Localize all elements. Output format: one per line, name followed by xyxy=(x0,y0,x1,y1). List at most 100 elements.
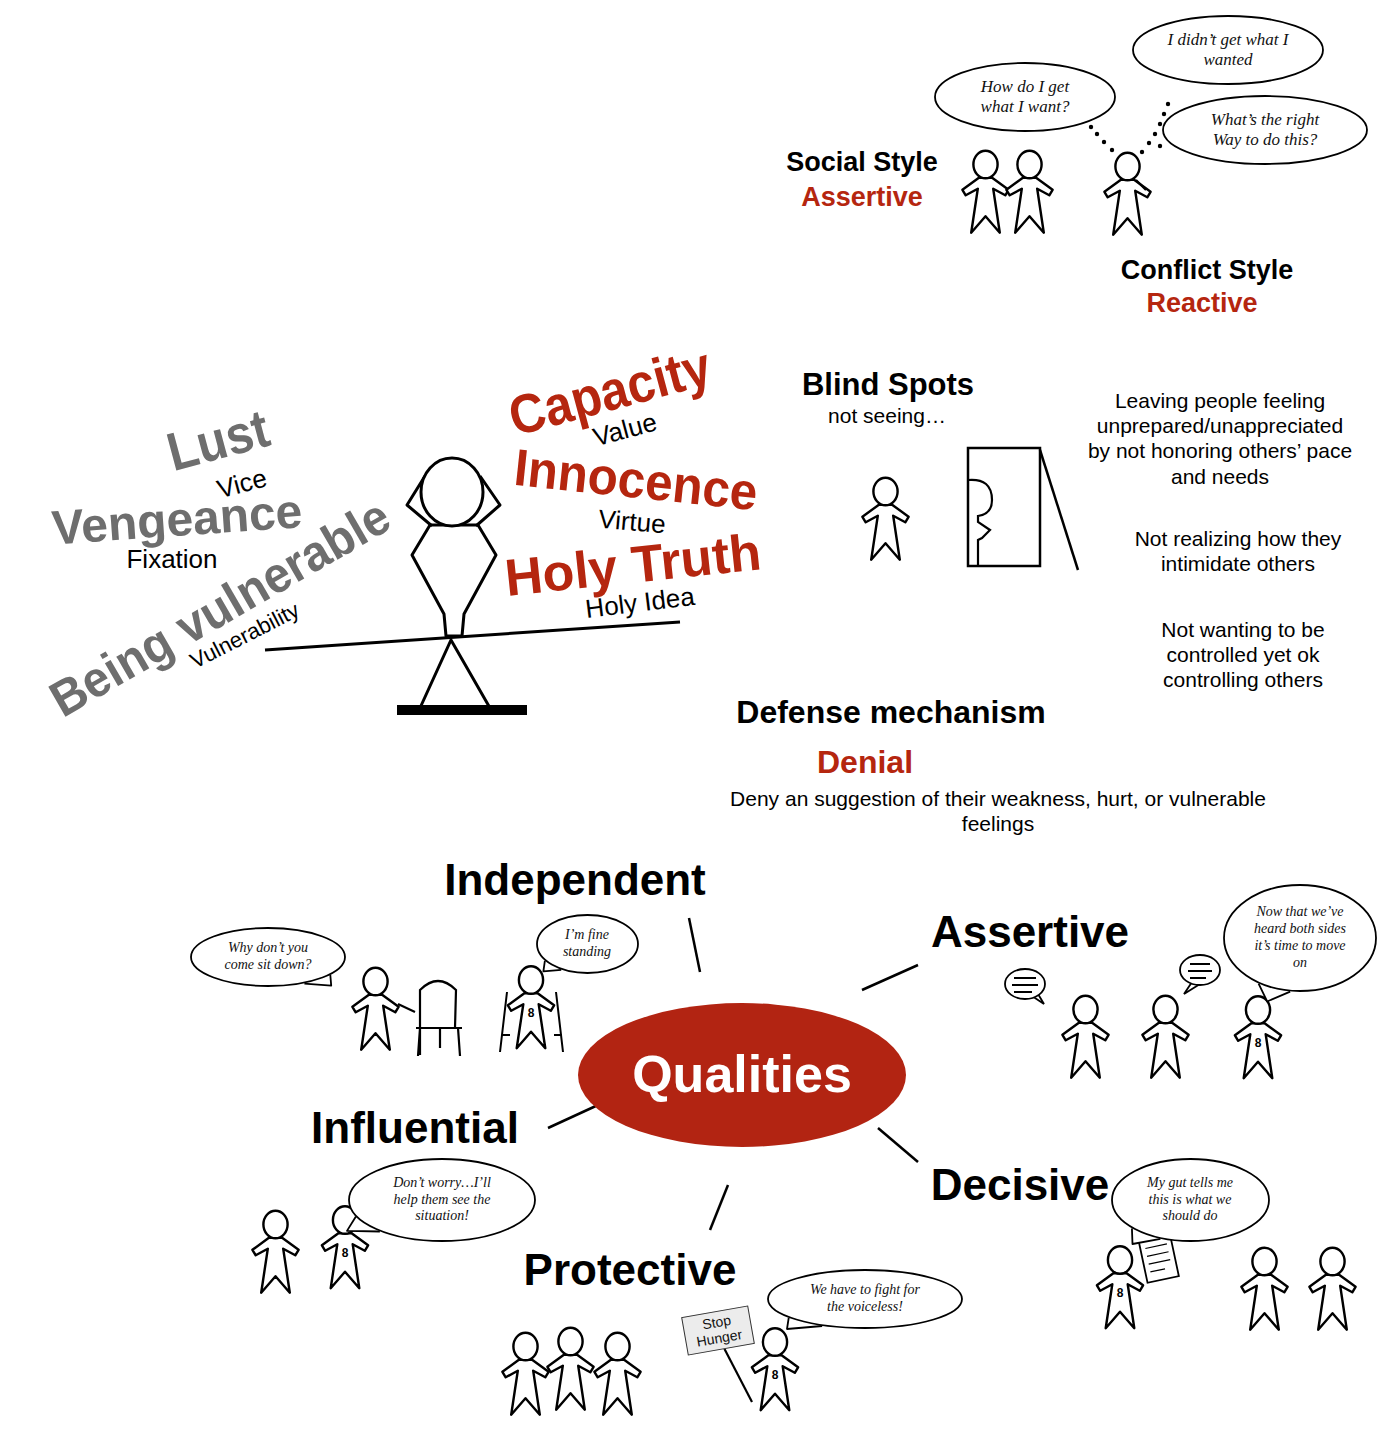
seesaw-base xyxy=(397,705,527,715)
thinking-hand xyxy=(1136,180,1146,190)
seesaw-plank xyxy=(265,622,680,650)
stick-figure xyxy=(252,1211,298,1293)
style-heading: Conflict Style xyxy=(1121,254,1294,286)
bubble-text: What’s the right Way to do this? xyxy=(1198,110,1333,151)
shirt-number: 8 xyxy=(528,1006,535,1020)
text-group: Don’t worry…I’ll help them see the situa… xyxy=(381,1175,503,1225)
text-group: Qualities xyxy=(632,1046,852,1103)
speech-bubble-empty xyxy=(1180,955,1220,985)
speech-lines xyxy=(1012,978,1038,992)
style-value: Assertive xyxy=(801,181,923,213)
style-heading: Social Style xyxy=(786,146,938,178)
thought-dot xyxy=(1140,150,1144,154)
blind-spot-note: Leaving people feeling unprepared/unappr… xyxy=(1085,388,1355,489)
seesaw-fulcrum xyxy=(420,640,490,708)
term-label: Fixation xyxy=(126,544,217,575)
center-title: Qualities xyxy=(632,1046,852,1103)
shirt-number: 8 xyxy=(342,1246,349,1260)
fixation-word: Vengeance xyxy=(50,486,304,554)
stick-figure xyxy=(502,1333,548,1415)
bubble-ellipse xyxy=(1133,16,1323,84)
bubble-ellipse xyxy=(191,928,345,986)
text-group: Why don’t you come sit down? xyxy=(218,940,318,974)
thought-dot xyxy=(1162,112,1166,116)
quality-name: Influential xyxy=(311,1105,519,1151)
bubble-ellipse xyxy=(349,1159,535,1241)
text-group: My gut tells me this is what we should d… xyxy=(1139,1175,1241,1225)
bubble-text: Why don’t you come sit down? xyxy=(218,940,318,974)
bubble-ellipse xyxy=(537,915,638,973)
thought-dot xyxy=(1166,102,1170,106)
spoke-line xyxy=(689,918,700,972)
stick-figure xyxy=(1006,151,1052,233)
stick-figure xyxy=(508,966,554,1048)
text-group: Now that we’ve heard both sides it’s tim… xyxy=(1251,904,1349,971)
spoke-line xyxy=(710,1185,728,1230)
spoke-line xyxy=(878,1128,918,1162)
quality-name: Independent xyxy=(444,857,706,903)
pointing-arm xyxy=(398,1004,415,1012)
quality-name: Decisive xyxy=(931,1162,1110,1208)
thought-dot xyxy=(1089,125,1093,129)
shirt-number: 8 xyxy=(1255,1036,1262,1050)
spoke-line xyxy=(548,1105,598,1128)
speech-bubble: Don’t worry…I’ll help them see the situa… xyxy=(348,1158,536,1242)
blind-spot-note: Not wanting to be controlled yet ok cont… xyxy=(1128,617,1358,693)
defense-name: Denial xyxy=(817,743,913,781)
thinking-figure xyxy=(1104,153,1150,235)
stick-figure xyxy=(962,151,1008,233)
shirt-number: 8 xyxy=(1117,1286,1124,1300)
stick-figure xyxy=(1062,996,1108,1078)
text-group: I didn’t get what I wanted xyxy=(1166,30,1291,71)
stick-figure xyxy=(862,478,908,560)
center-ellipse-fill xyxy=(578,1003,906,1147)
speech-bubble: Now that we’ve heard both sides it’s tim… xyxy=(1223,884,1377,992)
thought-dot xyxy=(1102,140,1106,144)
section-heading: Defense mechanism xyxy=(736,693,1045,731)
spoke-line xyxy=(862,965,918,990)
bubble-text: We have to fight for the voiceless! xyxy=(801,1282,929,1316)
thought-bubble: I didn’t get what I wanted xyxy=(1132,15,1324,85)
speech-bubble: We have to fight for the voiceless! xyxy=(767,1269,963,1329)
bubble-ellipse xyxy=(935,63,1115,131)
mirror-frame xyxy=(968,448,1040,566)
speech-bubble: Why don’t you come sit down? xyxy=(190,927,346,987)
stick-figure xyxy=(594,1333,640,1415)
figure-head xyxy=(421,458,483,526)
blind-spot-note: Not realizing how they intimidate others xyxy=(1108,526,1368,576)
thought-dot xyxy=(1153,132,1157,136)
quality-name: Protective xyxy=(524,1247,737,1293)
stick-figure xyxy=(1097,1246,1143,1328)
stick-figure xyxy=(547,1328,593,1410)
defense-note: Deny an suggestion of their weakness, hu… xyxy=(728,786,1268,836)
speech-icon xyxy=(1180,955,1220,994)
thought-bubble: How do I get what I want? xyxy=(934,62,1116,132)
thought-dot xyxy=(1158,122,1162,126)
speech-lines xyxy=(1188,964,1212,978)
quality-name: Assertive xyxy=(931,909,1129,955)
text-group: What’s the right Way to do this? xyxy=(1198,110,1333,151)
text-group: Stop Hunger xyxy=(688,1310,748,1350)
reflection-figure xyxy=(968,480,992,566)
stick-figure xyxy=(1142,996,1188,1078)
thought-dot xyxy=(1147,141,1151,145)
bubble-text: I didn’t get what I wanted xyxy=(1166,30,1291,71)
bubble-text: Don’t worry…I’ll help them see the situa… xyxy=(381,1175,503,1225)
speech-bubble: I’m fine standing xyxy=(536,914,639,974)
bubble-ellipse xyxy=(1163,96,1367,164)
speech-bubble: My gut tells me this is what we should d… xyxy=(1111,1158,1270,1242)
stick-figure xyxy=(752,1328,798,1410)
sign-text: Stop Hunger xyxy=(688,1310,748,1350)
section-heading: Blind Spots xyxy=(802,366,974,403)
chair xyxy=(416,981,462,1056)
figure-torso xyxy=(412,525,496,636)
center-ellipse: Qualities xyxy=(578,1003,906,1147)
thought-dot xyxy=(1095,132,1099,136)
bubble-text: How do I get what I want? xyxy=(966,77,1084,118)
bubble-ellipse xyxy=(768,1270,962,1328)
speech-bubble-empty xyxy=(1005,969,1045,999)
thought-dot xyxy=(1158,144,1162,148)
bubble-text: Now that we’ve heard both sides it’s tim… xyxy=(1251,904,1349,971)
shirt-number: 8 xyxy=(772,1368,779,1382)
